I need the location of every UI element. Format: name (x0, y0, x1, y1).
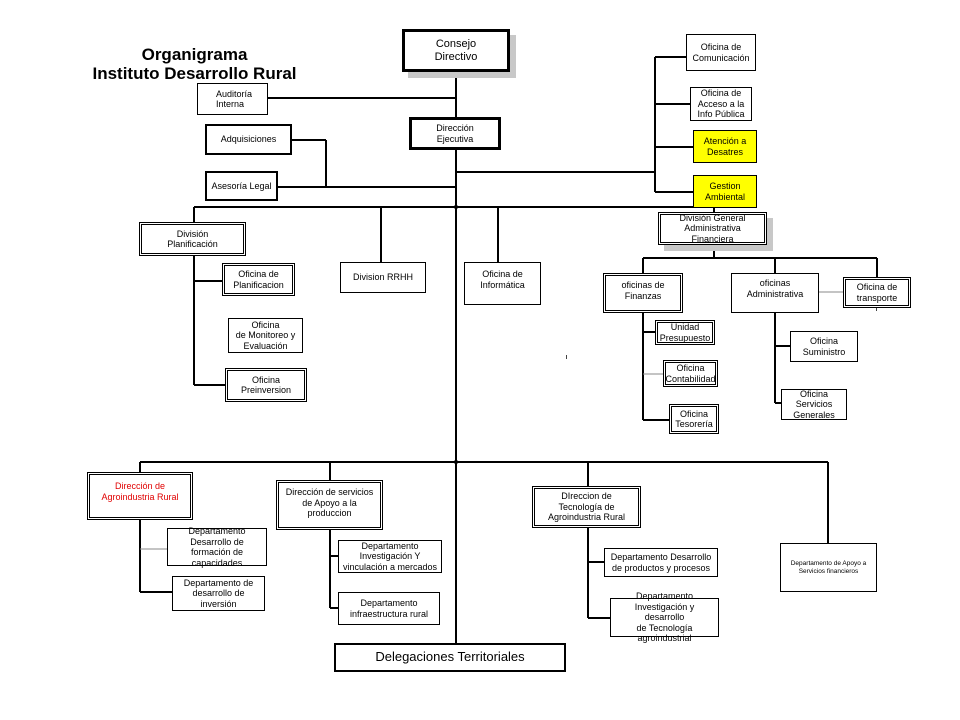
node-auditoria-interna[interactable]: Auditoría Interna (197, 83, 268, 115)
node-oficinas-administrativa[interactable]: oficinas Administrativa (731, 273, 819, 313)
node-division-planificacion[interactable]: División Planificación (139, 222, 246, 256)
node-depto-investigacion-tecnologia[interactable]: Departamento Investigación y desarrollo … (610, 591, 719, 643)
node-oficina-informatica[interactable]: Oficina de Informática (464, 262, 541, 305)
node-consejo-directivo[interactable]: Consejo Directivo (402, 29, 510, 72)
node-oficina-planificacion[interactable]: Oficina de Planificacion (222, 263, 295, 296)
chart-title: Organigrama Instituto Desarrollo Rural (82, 45, 307, 83)
node-oficina-comunicacion[interactable]: Oficina de Comunicación (686, 34, 756, 71)
node-oficina-preinversion[interactable]: Oficina Preinversion (225, 368, 307, 402)
stray-mark (566, 355, 567, 359)
node-depto-servicios-financieros[interactable]: Departamento de Apoyo a Servicios financ… (780, 543, 877, 592)
node-oficinas-finanzas[interactable]: oficinas de Finanzas (603, 273, 683, 313)
chart-title-line1: Organigrama (141, 45, 248, 64)
node-depto-infraestructura[interactable]: Departamento infraestructura rural (338, 592, 440, 625)
junction-dot (454, 205, 458, 209)
node-depto-productos-procesos[interactable]: Departamento Desarrollo de productos y p… (604, 548, 718, 577)
node-depto-formacion[interactable]: Departamento Desarrollo de formación de … (167, 526, 267, 568)
node-oficina-tesoreria[interactable]: Oficina Tesorería (669, 404, 719, 434)
node-gestion-ambiental[interactable]: Gestion Ambiental (693, 175, 757, 208)
node-direccion-agroindustria[interactable]: Dirección de Agroindustria Rural (87, 472, 193, 520)
node-oficina-acceso-info[interactable]: Oficina de Acceso a la Info Pública (690, 87, 752, 121)
node-direccion-tecnologia[interactable]: DIreccion de Tecnología de Agroindustria… (532, 486, 641, 528)
node-division-rrhh[interactable]: Division RRHH (340, 262, 426, 293)
node-asesoria-legal[interactable]: Asesoría Legal (205, 171, 278, 201)
node-depto-investigacion-vinculacion[interactable]: Departamento Investigación Y vinculación… (338, 540, 442, 573)
node-oficina-monitoreo[interactable]: Oficina de Monitoreo y Evaluación (228, 318, 303, 353)
node-depto-desarrollo-inversion[interactable]: Departamento de desarrollo de inversión (172, 576, 265, 611)
node-direccion-servicios-apoyo[interactable]: Dirección de servicios de Apoyo a la pro… (276, 480, 383, 530)
node-atencion-desastres[interactable]: Atención a Desatres (693, 130, 757, 163)
node-oficina-servicios-generales[interactable]: Oficina Servicios Generales (781, 389, 847, 420)
node-division-general-admin[interactable]: División General Administrativa Financie… (658, 212, 767, 245)
node-direccion-ejecutiva[interactable]: Dirección Ejecutiva (409, 117, 501, 150)
node-oficina-transporte[interactable]: Oficina de transporte (843, 277, 911, 308)
node-oficina-suministro[interactable]: Oficina Suministro (790, 331, 858, 362)
chart-title-line2: Instituto Desarrollo Rural (92, 64, 297, 83)
node-delegaciones-territoriales[interactable]: Delegaciones Territoriales (334, 643, 566, 672)
node-adquisiciones[interactable]: Adquisiciones (205, 124, 292, 155)
stray-mark (876, 307, 877, 311)
node-oficina-contabilidad[interactable]: Oficina Contabilidad (663, 360, 718, 387)
junction-dot (454, 460, 458, 464)
node-unidad-presupuesto[interactable]: Unidad Presupuesto (655, 320, 715, 345)
